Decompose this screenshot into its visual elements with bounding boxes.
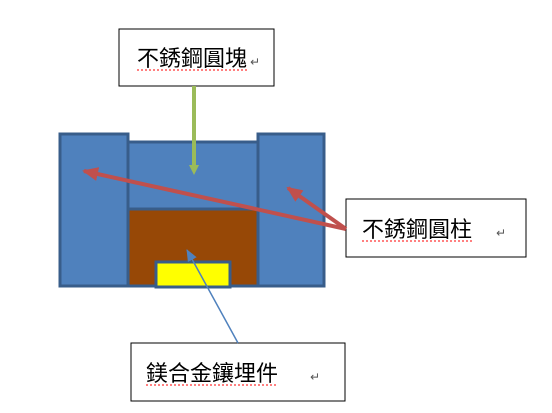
paragraph-mark: ↵: [250, 55, 260, 69]
callout-label: 不銹鋼圓塊: [137, 47, 247, 72]
magnesium-insert: [154, 260, 232, 289]
callout-label: 不銹鋼圓柱: [362, 218, 472, 243]
callout-label: 鎂合金鑲埋件: [146, 362, 278, 387]
callout-box: [345, 198, 527, 258]
callout-box: [130, 342, 346, 402]
callout-steel-column: 不銹鋼圓柱 ↵: [345, 198, 527, 258]
paragraph-mark: ↵: [496, 226, 506, 240]
callout-magnesium-insert: 鎂合金鑲埋件 ↵: [130, 342, 346, 402]
paragraph-mark: ↵: [310, 370, 320, 384]
arrow-to-right-column: [286, 186, 348, 231]
callout-steel-block: 不銹鋼圓塊 ↵: [118, 28, 275, 87]
arrow-to-left-column: [82, 167, 347, 231]
arrow-to-insert: [186, 249, 239, 344]
left-steel-column: [58, 132, 130, 288]
callout-box: [118, 28, 275, 87]
